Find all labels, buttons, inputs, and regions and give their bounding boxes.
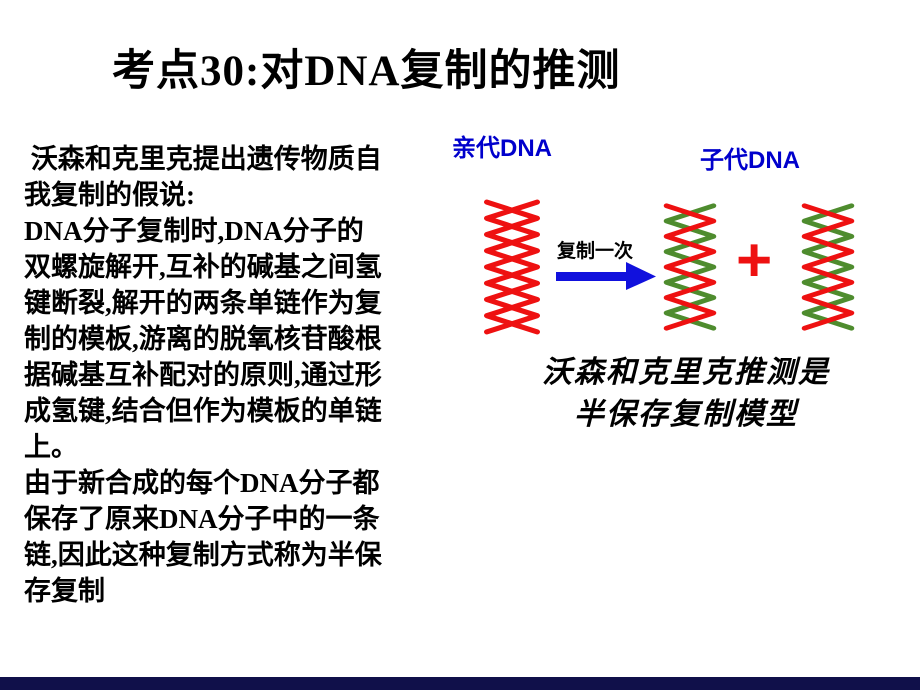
right-arrow-icon — [556, 260, 658, 292]
body-line: 据碱基互补配对的原则,通过形 — [24, 360, 382, 390]
replicate-once-label: 复制一次 — [557, 241, 634, 262]
body-line: 成氢键,结合但作为模板的单链 — [24, 396, 382, 426]
caption-line-1: 沃森和克里克推测是 — [542, 356, 830, 389]
body-line: 键断裂,解开的两条单链作为复 — [24, 288, 382, 318]
parent-dna-label: 亲代DNA — [452, 135, 552, 162]
body-line: 制的模板,游离的脱氧核苷酸根 — [24, 324, 382, 354]
plus-sign: + — [736, 226, 773, 295]
body-line: 沃森和克里克提出遗传物质自 — [24, 144, 382, 174]
child-dna-label: 子代DNA — [700, 147, 800, 174]
body-line: 存复制 — [24, 576, 105, 606]
body-text: 沃森和克里克提出遗传物质自我复制的假说: DNA分子复制时,DNA分子的双螺旋解开… — [24, 141, 469, 609]
body-line: DNA分子复制时,DNA分子的 — [24, 216, 364, 246]
body-line: 上。 — [24, 432, 78, 462]
daughter-dna-helix-2-icon — [798, 200, 858, 334]
caption-line-2: 半保存复制模型 — [574, 398, 798, 431]
body-line: 双螺旋解开,互补的碱基之间氢 — [24, 252, 382, 282]
parent-dna-helix-icon — [480, 196, 544, 338]
page-title: 考点30:对DNA复制的推测 — [112, 48, 621, 95]
daughter-dna-helix-1-icon — [660, 200, 720, 334]
diagram-caption: 沃森和克里克推测是 半保存复制模型 — [486, 352, 886, 436]
body-line: 由于新合成的每个DNA分子都 — [24, 468, 380, 498]
body-line: 我复制的假说: — [24, 180, 195, 210]
body-line: 链,因此这种复制方式称为半保 — [24, 540, 382, 570]
body-line: 保存了原来DNA分子中的一条 — [24, 504, 380, 534]
bottom-bar — [0, 677, 920, 690]
